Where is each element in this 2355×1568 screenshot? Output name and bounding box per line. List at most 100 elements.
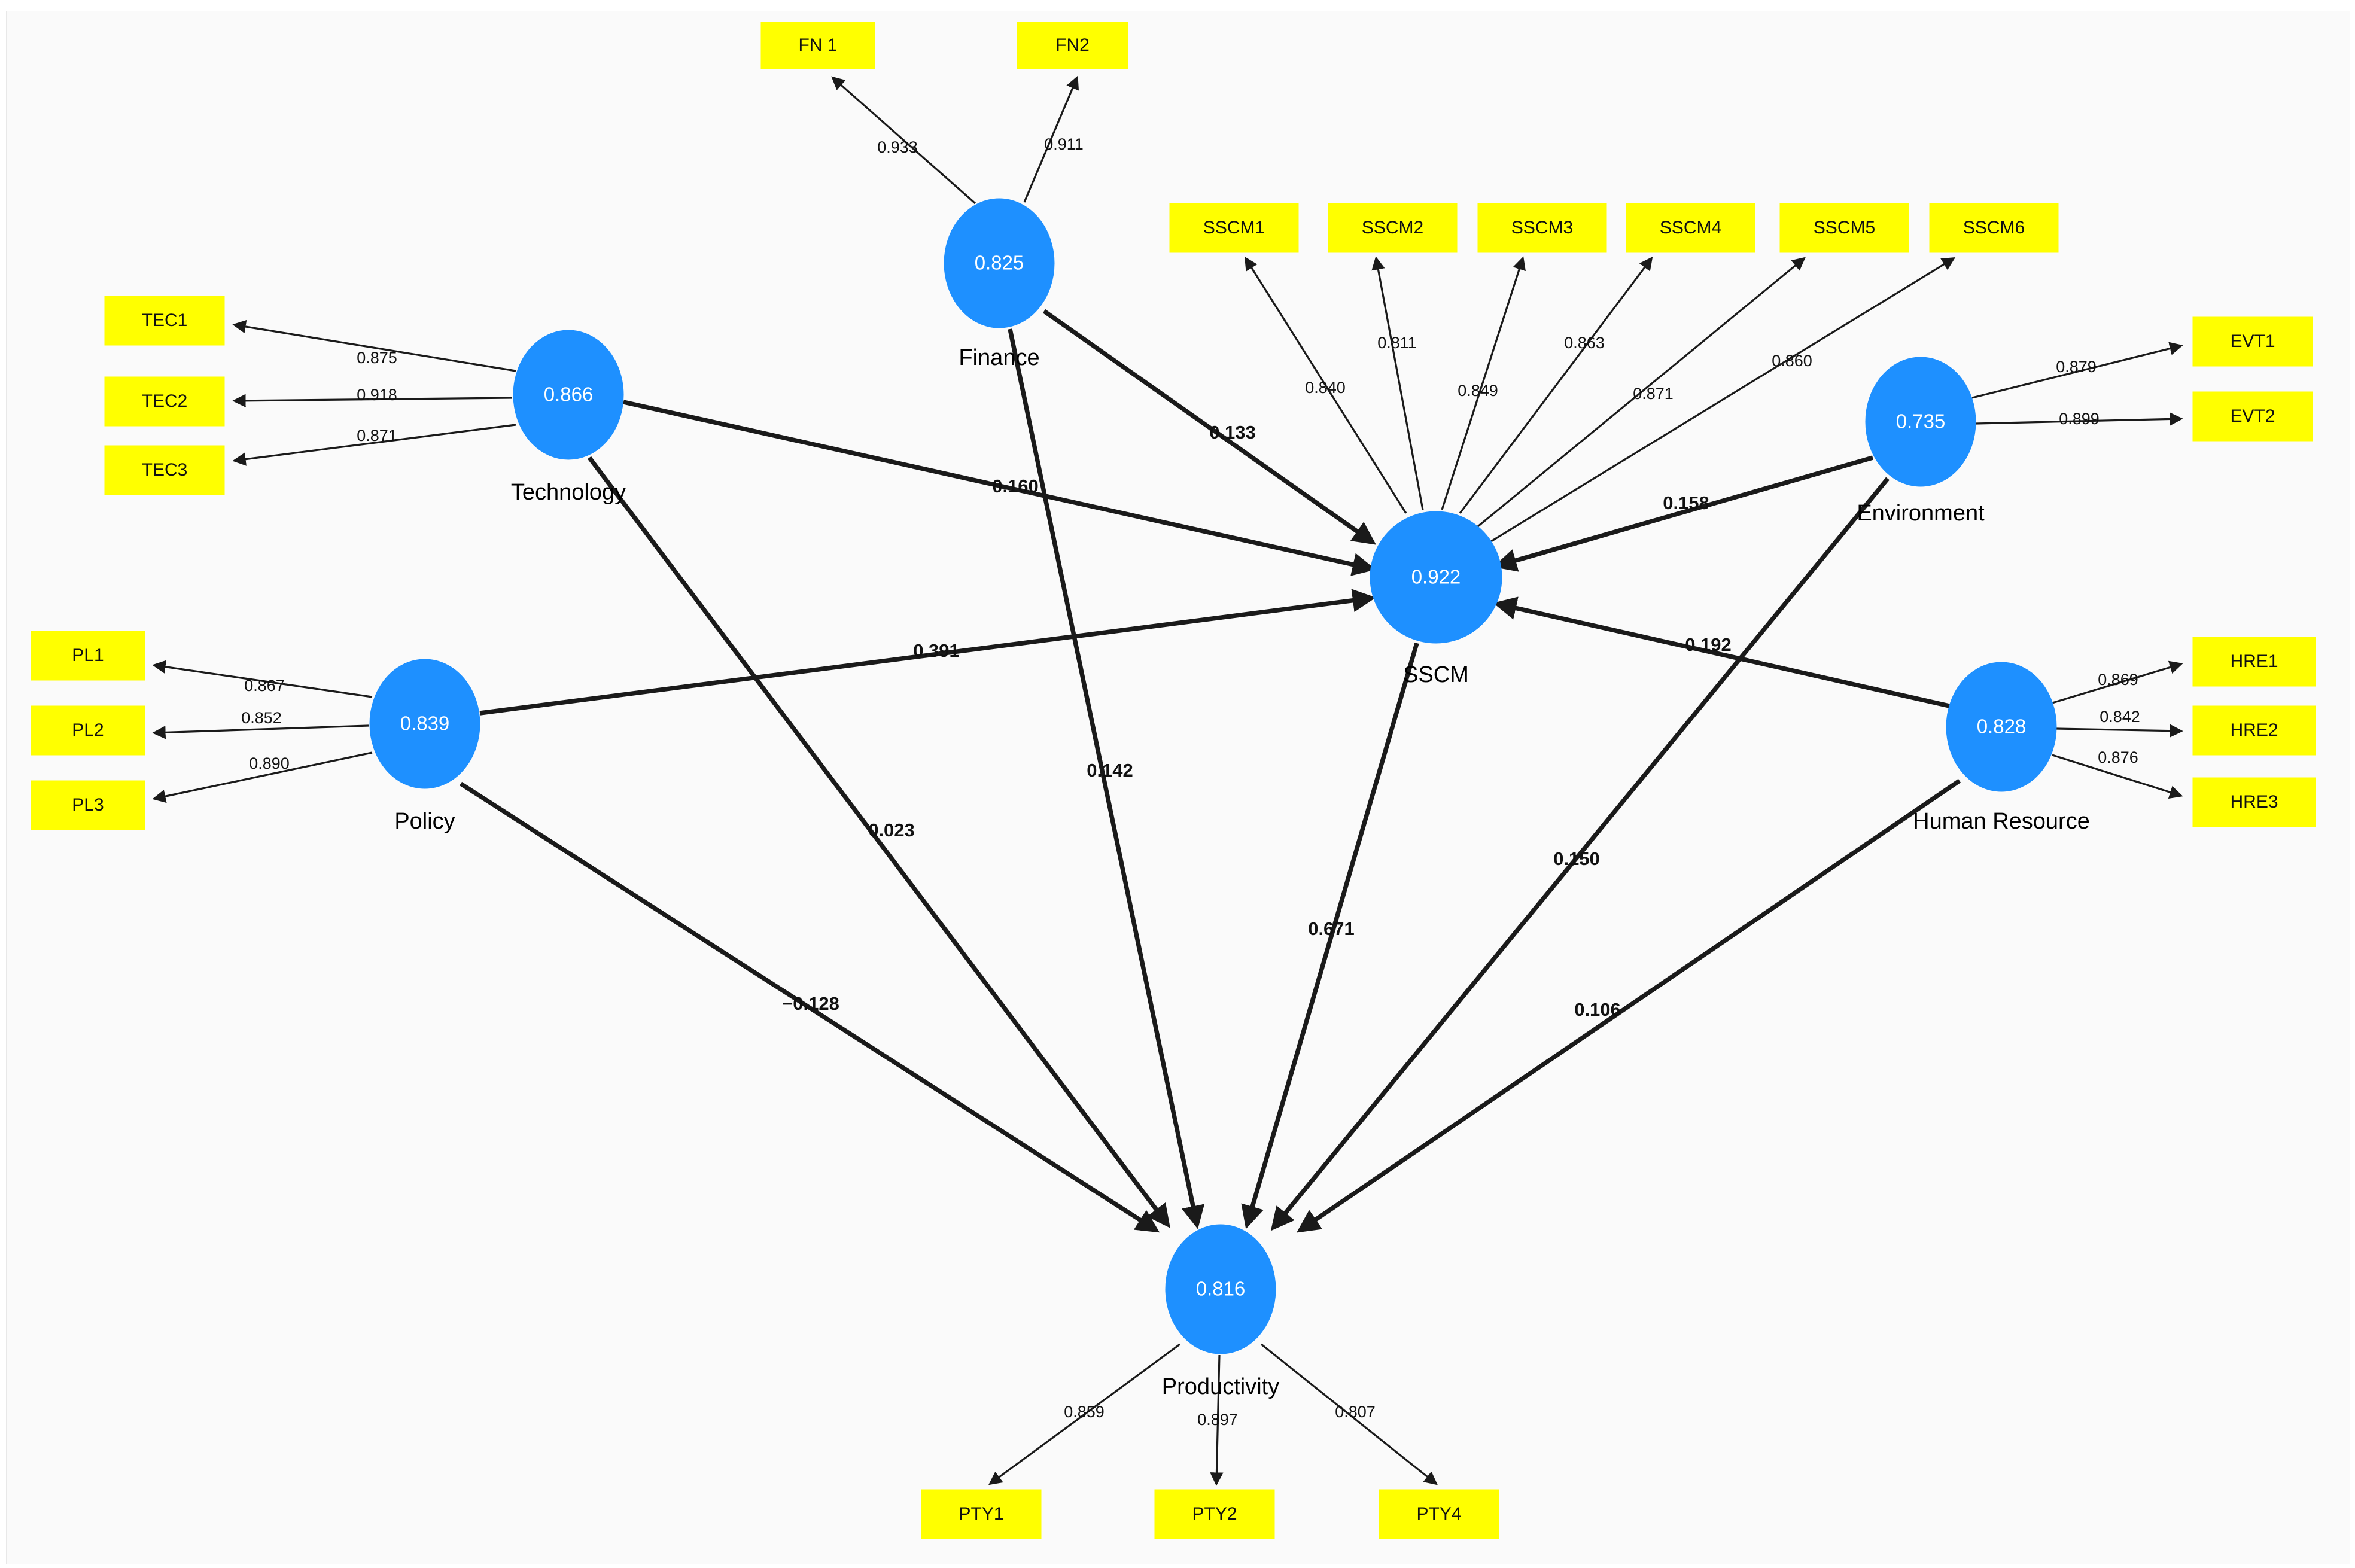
latent-ellipse[interactable] — [944, 198, 1055, 328]
indicator-evt1[interactable]: EVT1 — [2192, 316, 2313, 367]
loading-label-humanres-HRE3-text: 0.876 — [2098, 748, 2138, 766]
indicator-box[interactable] — [104, 296, 225, 346]
indicator-box[interactable] — [104, 376, 225, 427]
latent-r2-value: 0.922 — [1411, 566, 1461, 588]
latent-ellipse[interactable] — [1370, 511, 1502, 644]
indicator-hre1[interactable]: HRE1 — [2192, 637, 2316, 687]
indicator-hre2[interactable]: HRE2 — [2192, 705, 2316, 756]
indicator-label: PTY2 — [1192, 1504, 1237, 1524]
path-edge-policy-sscm — [479, 589, 1376, 716]
indicator-pty1[interactable]: PTY1 — [921, 1489, 1042, 1539]
indicator-box[interactable] — [104, 445, 225, 495]
coef-label-environment-sscm-text: 0.158 — [1663, 492, 1709, 513]
coef-label-finance-sscm-text: 0.133 — [1209, 422, 1256, 443]
loading-label-environment-EVT1-text: 0.879 — [2056, 358, 2097, 376]
indicator-pty4[interactable]: PTY4 — [1379, 1489, 1499, 1539]
latent-name-label: Environment — [1857, 501, 1985, 526]
indicator-box[interactable] — [31, 705, 145, 756]
indicator-sscm5[interactable]: SSCM5 — [1779, 203, 1909, 253]
loading-label-sscm-SSCM1: 0.840 — [0, 0, 1346, 397]
loading-label-finance-FN1-text: 0.933 — [877, 138, 918, 156]
coef-label-technology-productivity: 0.023 — [0, 0, 915, 841]
latent-ellipse[interactable] — [1165, 1224, 1276, 1354]
latent-r2-value: 0.825 — [975, 252, 1024, 274]
indicator-box[interactable] — [31, 631, 145, 681]
indicator-label: SSCM2 — [1362, 218, 1423, 238]
indicator-box[interactable] — [1626, 203, 1755, 253]
latent-ellipse[interactable] — [369, 659, 480, 789]
loading-label-sscm-SSCM3: 0.849 — [0, 0, 1498, 400]
loading-edge-sscm-SSCM5 — [1477, 257, 1806, 528]
indicator-fn2[interactable]: FN2 — [1017, 22, 1128, 69]
indicator-box[interactable] — [1328, 203, 1458, 253]
indicator-box[interactable] — [1779, 203, 1909, 253]
indicator-sscm3[interactable]: SSCM3 — [1477, 203, 1607, 253]
coef-label-policy-productivity: −0.128 — [0, 0, 839, 1014]
indicator-box[interactable] — [1154, 1489, 1275, 1539]
indicator-box[interactable] — [2192, 637, 2316, 687]
latent-r2-value: 0.839 — [400, 713, 450, 735]
indicator-box[interactable] — [1379, 1489, 1499, 1539]
loading-edge-sscm-SSCM3 — [1441, 256, 1526, 510]
indicator-sscm6[interactable]: SSCM6 — [1929, 203, 2059, 253]
latent-ellipse[interactable] — [1865, 357, 1976, 487]
indicator-sscm4[interactable]: SSCM4 — [1626, 203, 1755, 253]
indicator-box[interactable] — [1477, 203, 1607, 253]
coef-label-environment-productivity: 0.150 — [0, 0, 1600, 869]
indicator-label: SSCM5 — [1814, 218, 1875, 238]
loading-edge-policy-PL1 — [152, 660, 373, 698]
indicator-fn1[interactable]: FN 1 — [760, 22, 875, 69]
indicator-box[interactable] — [2192, 391, 2313, 442]
indicator-tec2[interactable]: TEC2 — [104, 376, 225, 427]
indicator-pl3[interactable]: PL3 — [31, 780, 145, 830]
loading-label-technology-TEC2-text: 0.918 — [357, 386, 397, 404]
indicator-tec1[interactable]: TEC1 — [104, 296, 225, 346]
indicator-sscm1[interactable]: SSCM1 — [1169, 203, 1299, 253]
indicator-pl1[interactable]: PL1 — [31, 631, 145, 681]
loading-edge-productivity-PTY2 — [1210, 1354, 1224, 1486]
loading-label-sscm-SSCM2-text: 0.811 — [1377, 334, 1417, 352]
latent-ellipse[interactable] — [513, 330, 624, 460]
coef-label-policy-sscm: 0.391 — [0, 0, 960, 661]
loading-edge-technology-TEC1 — [232, 319, 516, 372]
indicator-box[interactable] — [1017, 22, 1128, 69]
indicator-box[interactable] — [1169, 203, 1299, 253]
indicator-evt2[interactable]: EVT2 — [2192, 391, 2313, 442]
coef-label-technology-productivity-text: 0.023 — [868, 820, 915, 841]
loading-label-sscm-SSCM6: 0.860 — [0, 0, 1812, 370]
coef-label-humanres-productivity: 0.106 — [0, 0, 1621, 1020]
loading-edge-sscm-SSCM4 — [1459, 257, 1653, 514]
latent-ellipse[interactable] — [1946, 662, 2057, 792]
loading-label-productivity-PTY1-text: 0.859 — [1064, 1403, 1105, 1421]
indicator-box[interactable] — [1929, 203, 2059, 253]
loading-label-finance-FN2: 0.911 — [0, 0, 1084, 153]
coef-label-environment-sscm: 0.158 — [0, 0, 1709, 513]
indicator-pl2[interactable]: PL2 — [31, 705, 145, 756]
loading-edge-policy-PL2 — [152, 724, 369, 739]
indicator-box[interactable] — [760, 22, 875, 69]
indicator-box[interactable] — [2192, 316, 2313, 367]
indicator-tec3[interactable]: TEC3 — [104, 445, 225, 495]
coef-label-humanres-productivity-backing — [0, 0, 4, 3]
indicator-box[interactable] — [2192, 705, 2316, 756]
indicator-sscm2[interactable]: SSCM2 — [1328, 203, 1458, 253]
indicator-hre3[interactable]: HRE3 — [2192, 777, 2316, 827]
latent-r2-value: 0.735 — [1896, 410, 1946, 433]
indicator-box[interactable] — [921, 1489, 1042, 1539]
indicator-label: PL3 — [72, 795, 104, 815]
indicator-box[interactable] — [2192, 777, 2316, 827]
loading-label-productivity-PTY2-text: 0.897 — [1197, 1411, 1238, 1429]
indicator-box[interactable] — [31, 780, 145, 830]
coef-label-sscm-productivity-text: 0.671 — [1308, 918, 1355, 939]
loading-label-policy-PL1: 0.867 — [0, 0, 285, 695]
indicator-pty2[interactable]: PTY2 — [1154, 1489, 1275, 1539]
loading-label-sscm-SSCM2: 0.811 — [0, 0, 1417, 352]
